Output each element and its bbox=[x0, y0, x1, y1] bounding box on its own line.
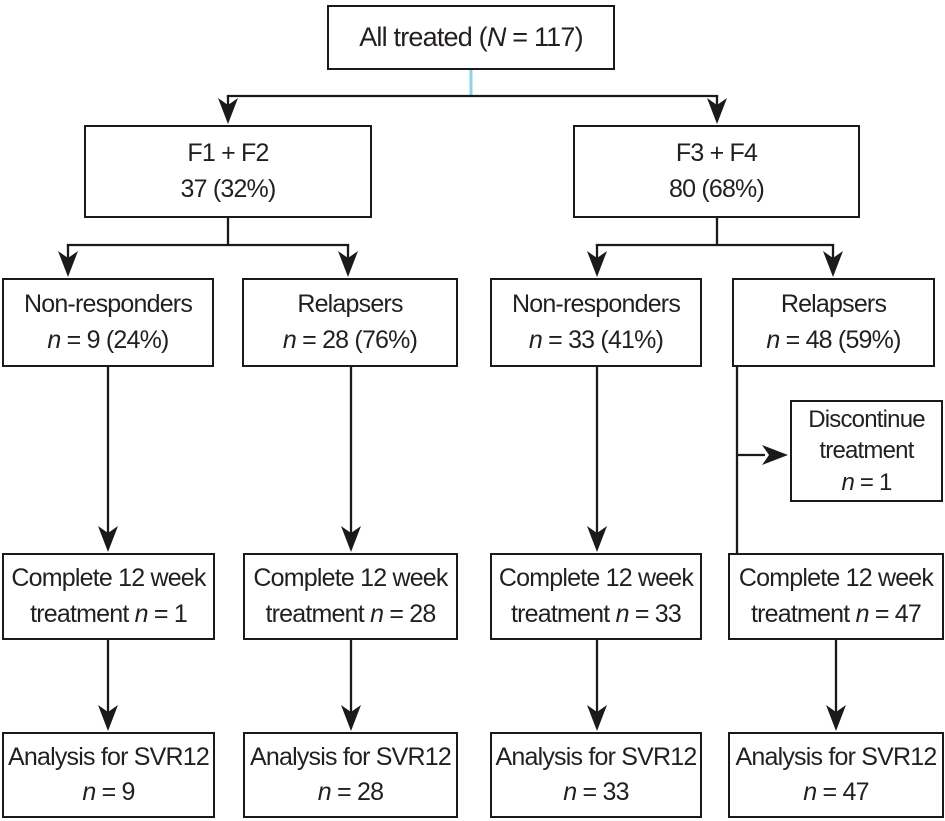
arrow-discontinue bbox=[762, 445, 788, 465]
box-analysis-svr12-3: Analysis for SVR12 n = 33 bbox=[490, 732, 702, 818]
box-text-line: n = 9 (24%) bbox=[47, 325, 169, 354]
arrow-nonresponders-f3f4 bbox=[587, 251, 607, 277]
connector-f1f2-children bbox=[58, 218, 358, 277]
box-text-line: n = 28 bbox=[317, 778, 384, 806]
box-nonresponders-f3-f4: Non-responders n = 33 (41%) bbox=[490, 278, 702, 367]
box-text-line: n = 33 (41%) bbox=[528, 325, 664, 354]
arrow-analysis-2 bbox=[341, 705, 361, 731]
box-relapsers-f3-f4: Relapsers n = 48 (59%) bbox=[732, 278, 935, 367]
box-text-line: Complete 12 week bbox=[11, 564, 206, 592]
box-text-line: 80 (68%) bbox=[668, 174, 765, 203]
arrow-relapsers-f3f4 bbox=[823, 251, 843, 277]
arrow-nonresponders-f1f2 bbox=[58, 251, 78, 277]
box-text-line: 37 (32%) bbox=[180, 174, 276, 203]
box-text-line: treatment n = 47 bbox=[751, 599, 922, 628]
box-all-treated: All treated (N = 117) bbox=[327, 5, 615, 70]
box-f3-f4: F3 + F4 80 (68%) bbox=[573, 125, 860, 218]
box-relapsers-f1-f2: Relapsers n = 28 (76%) bbox=[242, 278, 458, 367]
connector-discontinue bbox=[737, 445, 788, 465]
box-discontinue-treatment: Discontinue treatment n = 1 bbox=[790, 400, 943, 502]
box-text-line: Discontinue bbox=[808, 406, 925, 434]
box-text-line: Complete 12 week bbox=[498, 564, 694, 592]
box-text-line: F1 + F2 bbox=[187, 139, 269, 167]
box-text-line: treatment bbox=[819, 437, 914, 465]
box-text-line: Non-responders bbox=[511, 290, 681, 318]
box-analysis-svr12-4: Analysis for SVR12 n = 47 bbox=[728, 732, 944, 818]
arrow-f1f2 bbox=[218, 98, 238, 124]
connector-to-complete bbox=[98, 367, 739, 554]
box-complete-treatment-1: Complete 12 week treatment n = 1 bbox=[2, 553, 215, 640]
box-text-line: treatment n = 33 bbox=[511, 599, 682, 628]
box-nonresponders-f1-f2: Non-responders n = 9 (24%) bbox=[2, 278, 214, 367]
arrow-complete-3 bbox=[587, 526, 607, 552]
box-text-line: Relapsers bbox=[297, 290, 403, 318]
arrow-complete-1 bbox=[98, 526, 118, 552]
box-text-line: Analysis for SVR12 bbox=[735, 742, 938, 771]
box-text-line: n = 28 (76%) bbox=[282, 325, 418, 354]
box-f1-f2: F1 + F2 37 (32%) bbox=[84, 125, 372, 218]
arrow-relapsers-f1f2 bbox=[338, 251, 358, 277]
box-text-line: treatment n = 28 bbox=[265, 599, 437, 628]
box-text-line: Complete 12 week bbox=[738, 564, 934, 592]
arrow-analysis-1 bbox=[98, 705, 118, 731]
box-text-line: Non-responders bbox=[23, 290, 193, 318]
connector-to-analysis bbox=[98, 640, 846, 731]
box-text-line: n = 33 bbox=[563, 778, 629, 806]
box-complete-treatment-3: Complete 12 week treatment n = 33 bbox=[490, 553, 702, 640]
arrow-analysis-3 bbox=[587, 705, 607, 731]
box-text-line: n = 9 bbox=[82, 778, 135, 806]
box-text-line: n = 48 (59%) bbox=[766, 325, 901, 354]
box-text-line: Analysis for SVR12 bbox=[495, 742, 698, 771]
box-text-line: Relapsers bbox=[780, 290, 887, 318]
arrow-complete-2 bbox=[341, 526, 361, 552]
box-text-line: Analysis for SVR12 bbox=[250, 742, 452, 771]
arrow-f3f4 bbox=[707, 98, 727, 124]
box-complete-treatment-2: Complete 12 week treatment n = 28 bbox=[243, 553, 458, 640]
box-analysis-svr12-1: Analysis for SVR12 n = 9 bbox=[2, 732, 215, 818]
box-text-line: F3 + F4 bbox=[675, 139, 758, 167]
box-analysis-svr12-2: Analysis for SVR12 n = 28 bbox=[243, 732, 458, 818]
box-text-line: treatment n = 1 bbox=[30, 599, 188, 628]
box-text-line: n = 1 bbox=[841, 468, 892, 496]
box-complete-treatment-4: Complete 12 week treatment n = 47 bbox=[728, 553, 944, 640]
box-text-line: Complete 12 week bbox=[253, 564, 448, 592]
box-text-line: n = 47 bbox=[803, 778, 869, 806]
box-text-line: All treated (N = 117) bbox=[359, 22, 583, 53]
box-text-line: Analysis for SVR12 bbox=[8, 742, 210, 771]
connector-f3f4-children bbox=[587, 218, 843, 277]
arrow-analysis-4 bbox=[826, 705, 846, 731]
connector-root bbox=[218, 70, 727, 124]
